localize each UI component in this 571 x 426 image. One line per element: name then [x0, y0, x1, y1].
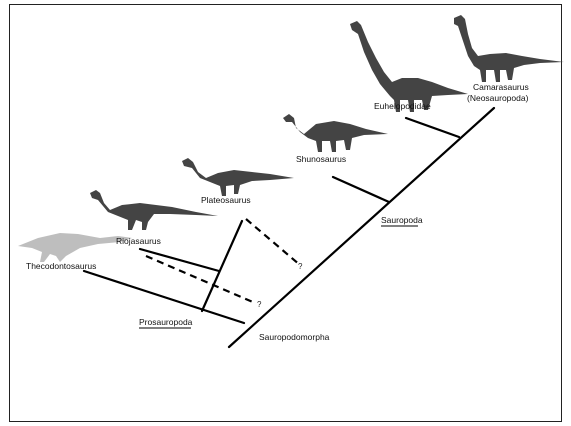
taxon-label-camarasaurus: Camarasaurus — [473, 82, 529, 92]
clade-label-sauropoda: Sauropoda — [381, 215, 423, 225]
taxon-label-riojasaurus: Riojasaurus — [116, 236, 161, 246]
taxon-label-neosauropoda: (Neosauropoda) — [467, 93, 529, 103]
camarasaurus-skeleton-icon — [454, 15, 564, 82]
riojasaurus-branch — [140, 249, 219, 271]
euhelopodidae-skeleton-icon — [350, 21, 468, 112]
thecodontosaurus-skeleton-icon — [18, 233, 132, 262]
uncertain-mark-riojasaurus: ? — [257, 300, 262, 309]
sauropodomorpha-node-branch — [84, 271, 244, 323]
plateosaurus-dashed-branch — [246, 219, 300, 265]
taxon-label-shunosaurus: Shunosaurus — [296, 154, 346, 164]
taxon-label-euhelopodidae: Euhelopodidae — [374, 101, 431, 111]
riojasaurus-skeleton-icon — [90, 190, 218, 230]
clade-label-sauropodomorpha: Sauropodomorpha — [259, 332, 330, 342]
shunosaurus-skeleton-icon — [283, 114, 388, 152]
shunosaurus-branch — [333, 177, 389, 202]
euhelopodidae-branch — [406, 118, 459, 137]
uncertain-branches — [146, 219, 300, 303]
clade-label-prosauropoda: Prosauropoda — [139, 317, 193, 327]
uncertain-mark-plateosaurus: ? — [298, 262, 303, 271]
main-trunk — [229, 108, 494, 347]
plateosaurus-skeleton-icon — [182, 158, 294, 196]
taxon-label-thecodontosaurus: Thecodontosaurus — [26, 261, 96, 271]
taxon-label-plateosaurus: Plateosaurus — [201, 195, 251, 205]
prosauropoda-stem — [202, 221, 242, 311]
